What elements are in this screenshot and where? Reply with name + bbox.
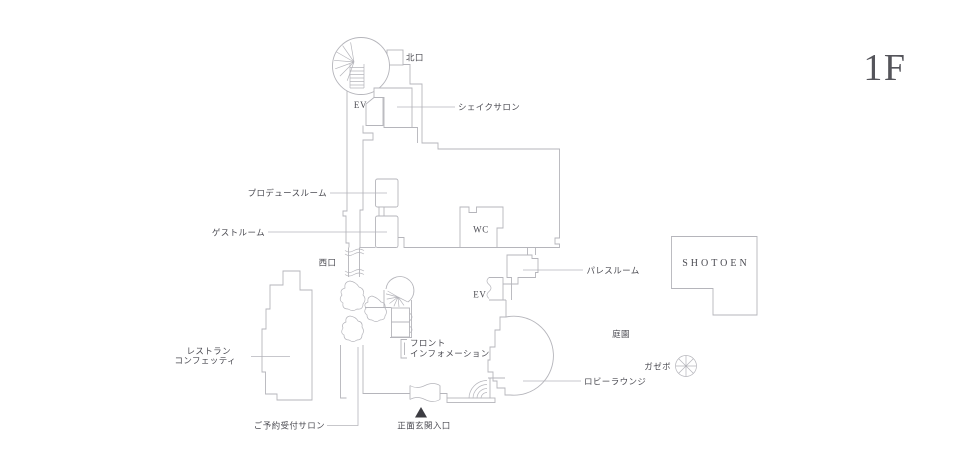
room-shake-salon — [373, 87, 413, 128]
label-shake-salon: シェイクサロン — [458, 102, 520, 112]
room-palace — [506, 247, 539, 285]
building-restaurant — [261, 270, 313, 401]
label-shotoen: SHOTOEN — [682, 258, 749, 269]
label-ev-upper: EV — [354, 100, 367, 110]
entrance-triangle-icon — [415, 407, 427, 418]
leader-lines — [251, 106, 583, 426]
room-connector — [378, 206, 385, 217]
spiral-staircase-icon — [334, 42, 365, 89]
main-hall-outline — [342, 49, 560, 248]
label-guest-room: ゲストルーム — [212, 228, 265, 238]
label-reservation-salon: ご予約受付サロン — [254, 421, 325, 431]
label-main-entrance: 正面玄関入口 — [397, 421, 450, 431]
label-produce-room: プロデュースルーム — [248, 188, 327, 198]
gazebo-icon — [675, 355, 697, 377]
label-west-exit: 西口 — [319, 258, 337, 268]
label-restaurant-line1: レストラン — [186, 346, 231, 356]
west-exit-passage — [344, 247, 365, 277]
label-lobby-lounge: ロビーラウンジ — [584, 377, 646, 387]
front-counter — [400, 339, 407, 359]
label-front-line2: インフォメーション — [410, 349, 490, 359]
entrance-corridor — [340, 345, 505, 403]
label-gazebo: ガゼボ — [644, 362, 671, 372]
label-front-line1: フロント — [410, 338, 446, 348]
label-garden: 庭園 — [612, 329, 630, 339]
floor-label: 1F — [863, 47, 906, 89]
front-area-rooms — [365, 307, 413, 338]
label-restaurant-line2: コンフェッティ — [174, 356, 236, 366]
planting-outlines — [339, 280, 387, 342]
label-palace-room: パレスルーム — [587, 266, 640, 276]
room-ev-lower — [486, 277, 512, 317]
tower-circle — [332, 37, 390, 95]
label-ev-lower: EV — [473, 290, 486, 300]
label-wc: WC — [473, 225, 489, 235]
room-ev-upper — [365, 97, 384, 126]
room-wc — [459, 206, 504, 248]
north-tower — [332, 37, 390, 95]
room-lobby-lounge — [487, 315, 554, 396]
building-shotoen — [671, 236, 758, 316]
label-north-exit: 北口 — [406, 53, 424, 63]
